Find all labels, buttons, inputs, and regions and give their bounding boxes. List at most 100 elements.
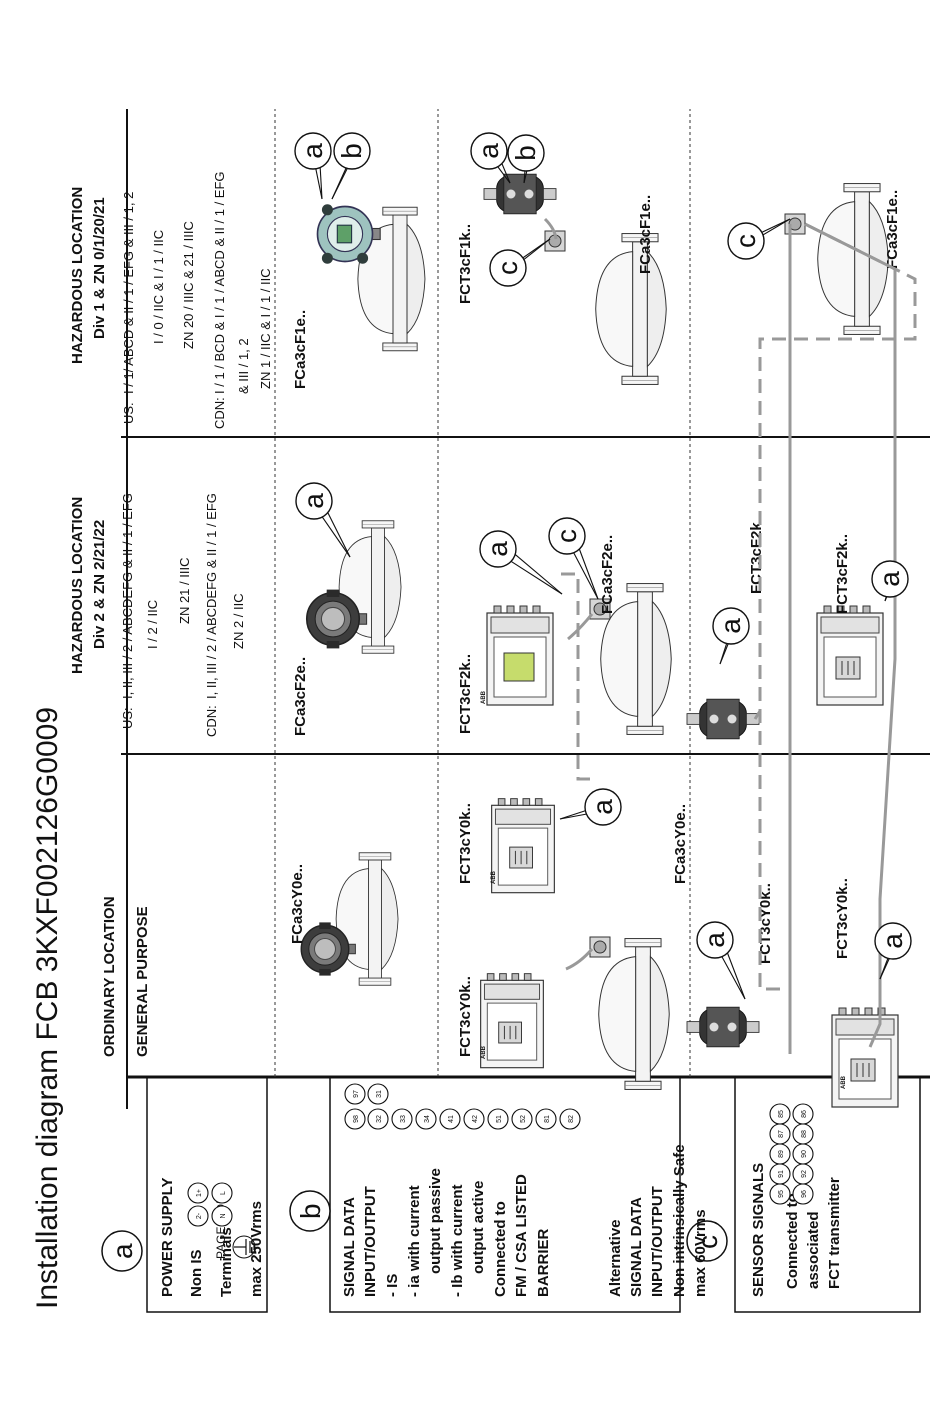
- terminal-label: 32: [376, 1115, 383, 1123]
- legend-b-line: max 60Vrms: [692, 1209, 709, 1297]
- device-label-r1-div2: FCa3cF2e..: [292, 657, 309, 736]
- div2-header-2: Div 2 & ZN 2/21/22: [91, 520, 108, 649]
- ordinary-header-1: ORDINARY LOCATION: [101, 896, 118, 1057]
- legend-bubble-b: b: [289, 1190, 331, 1232]
- div1-cdn-line-3: ZN 1 / IIC & I / 1 / IIC: [258, 268, 273, 389]
- device-label-r3-div2-t1: FCT3cF2k..: [748, 514, 765, 594]
- terminal-label: 98: [353, 1115, 360, 1123]
- terminal-label: 90: [801, 1150, 808, 1158]
- legend-box-power-supply: [146, 1076, 268, 1313]
- div1-us-line-1: I / 1/ ABCD & II / 1 / EFG & III / 1, 2: [121, 192, 136, 394]
- callout-label: a: [699, 932, 730, 948]
- terminal-label: 31: [376, 1090, 383, 1098]
- terminal-label: N: [220, 1213, 227, 1218]
- terminal-label: 88: [801, 1130, 808, 1138]
- ordinary-header-2: GENERAL PURPOSE: [134, 906, 151, 1057]
- device-label-r3-ordinary-t1: FCT3cY0k..: [757, 883, 774, 964]
- ground-icon: [232, 1235, 256, 1259]
- legend-b-line: Connected to: [492, 1201, 509, 1297]
- div1-cdn-label: CDN:: [212, 397, 227, 429]
- terminal-label: 91: [778, 1170, 785, 1178]
- div1-remote-transmitter: [483, 173, 557, 215]
- device-label-r3-div2-t2: FCT3cF2k..: [834, 534, 851, 614]
- callout-label: c: [492, 261, 523, 275]
- device-label-r2-div2-sensor: FCa3cF2e..: [599, 535, 616, 614]
- div1-remote-sensor: [595, 233, 667, 385]
- abb-logo: ABB: [491, 870, 497, 884]
- device-label-r2-div1-sensor: FCa3cF1e..: [637, 195, 654, 274]
- ordinary-remote-transmitter-1: [480, 973, 544, 1069]
- device-label-r3-div1-sensor: FCa3cF1e..: [884, 190, 901, 269]
- div1-remote-junction-box-3: [784, 213, 806, 235]
- legend-a-line-4: max 250Vrms: [248, 1201, 265, 1297]
- callout-label: a: [473, 143, 504, 159]
- terminal-label: 87: [778, 1130, 785, 1138]
- cable-dashed-1: [758, 222, 917, 991]
- svg-text:c: c: [692, 1235, 723, 1249]
- callout-label: c: [551, 529, 582, 543]
- div2-us-line-2: I / 2 / IIC: [145, 600, 160, 649]
- legend-a-line-3: Terminals: [218, 1227, 235, 1297]
- device-label-r2-ordinary-t2: FCT3cY0k..: [457, 803, 474, 884]
- legend-b-line: Non intrinsically Safe: [671, 1144, 688, 1297]
- callout-label: c: [730, 234, 761, 248]
- abb-logo: ABB: [841, 1075, 847, 1089]
- terminal-label: 97: [353, 1090, 360, 1098]
- terminal-label: 95: [778, 1190, 785, 1198]
- legend-b-line: INPUT/OUTPUT: [362, 1186, 379, 1297]
- abb-logo: ABB: [481, 1045, 487, 1059]
- legend-c-line-4: FCT transmitter: [826, 1177, 843, 1289]
- legend-b-line: BARRIER: [535, 1228, 552, 1297]
- terminal-label: 1+: [196, 1189, 203, 1197]
- callout-label: a: [715, 618, 746, 634]
- div1-us-line-2: I / 0 / IIC & I / 1 / IIC: [151, 230, 166, 344]
- device-label-r2-ordinary-t1: FCT3cY0k..: [457, 976, 474, 1057]
- callout-label: a: [482, 541, 513, 557]
- div2-cdn-line-2: ZN 2 / IIC: [231, 593, 246, 649]
- terminal-label: 51: [496, 1115, 503, 1123]
- ordinary-remote-sensor: [598, 938, 670, 1090]
- div2-us-line-3: ZN 21 / IIIC: [177, 558, 192, 624]
- div2-cdn-label: CDN:: [204, 705, 219, 737]
- device-label-r1-div1: FCa3cF1e..: [292, 310, 309, 389]
- legend-box-sensor-signals: [734, 1076, 921, 1313]
- device-label-r2-div1-t: FCT3cF1k..: [457, 224, 474, 304]
- terminal-label: 2-: [196, 1212, 203, 1219]
- div1-cdn-line-2: & III / 1, 2: [236, 338, 251, 394]
- ordinary-integral-sensor: [335, 852, 399, 986]
- callout-label: b: [336, 143, 367, 159]
- terminal-label: 82: [568, 1115, 575, 1123]
- legend-b-line: SIGNAL DATA: [628, 1197, 645, 1297]
- callout-label: a: [587, 799, 618, 815]
- page-title: Installation diagram FCB 3KXF002126G0009: [31, 707, 64, 1309]
- terminal-label: 86: [801, 1110, 808, 1118]
- div2-cdn-line-1: I, II, III / 2 / ABCDEFG & II / 1 / EFG: [204, 493, 219, 699]
- div2-remote-transmitter-3: [686, 698, 760, 740]
- ordinary-remote-transmitter-4: [831, 1007, 899, 1108]
- legend-a-line-1: POWER SUPPLY: [159, 1178, 176, 1297]
- legend-c-line-3: associated: [805, 1211, 822, 1289]
- terminal-label: 34: [424, 1115, 431, 1123]
- div2-header-1: HAZARDOUS LOCATION: [69, 497, 86, 674]
- callout-label: a: [298, 493, 329, 509]
- terminal-label: 89: [778, 1150, 785, 1158]
- ordinary-remote-transmitter-3: [686, 1006, 760, 1048]
- device-label-r2-ordinary-sensor: FCa3cY0e..: [672, 804, 689, 884]
- legend-c-line-1: SENSOR SIGNALS: [750, 1163, 767, 1297]
- legend-b-line: Alternative: [607, 1219, 624, 1297]
- div2-us-line-1: I, II, III / 2 / ABCDEFG & II / 1 / EFG: [120, 493, 135, 699]
- ordinary-remote-transmitter-2: [491, 798, 555, 894]
- div1-header-1: HAZARDOUS LOCATION: [69, 187, 86, 364]
- terminal-label: 85: [778, 1110, 785, 1118]
- legend-a-line-2: Non IS: [188, 1250, 205, 1298]
- terminal-label: 42: [472, 1115, 479, 1123]
- svg-text:b: b: [295, 1203, 326, 1219]
- terminal-label: 92: [801, 1170, 808, 1178]
- device-label-r1-ordinary: FCa3cY0e..: [289, 864, 306, 944]
